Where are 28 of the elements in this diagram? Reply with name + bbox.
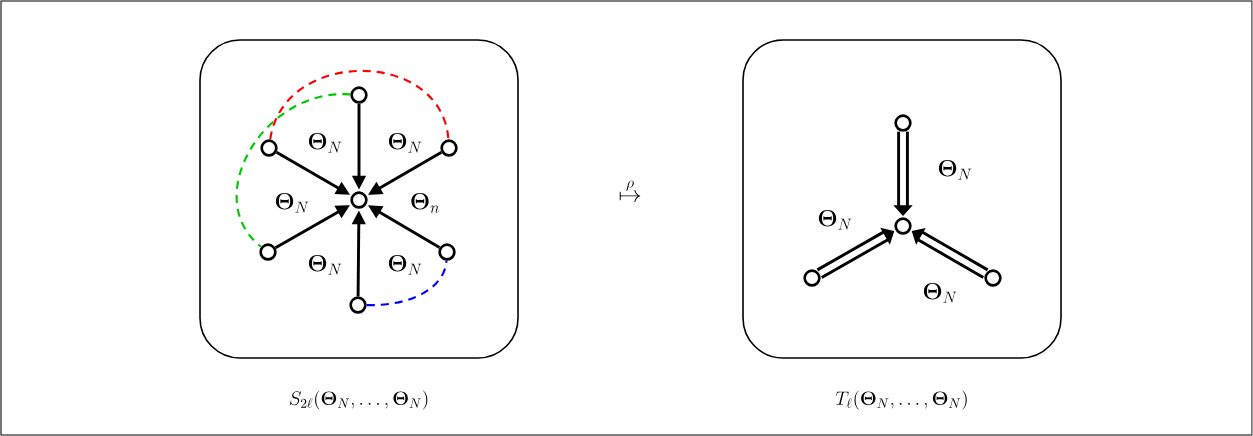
panel-label: $T_{\ell}(\boldsymbol{\Theta}_N,\ldots,\boldsymbol{\Theta}_N)$ xyxy=(835,390,967,410)
rounded-panel xyxy=(742,39,1062,359)
maps-to-symbol: $\overset{\rho}{\mapsto}$ xyxy=(619,180,641,202)
dashed-curve xyxy=(366,260,448,307)
edge-label: $\boldsymbol{\Theta}_N$ xyxy=(306,132,344,154)
circle-node xyxy=(894,217,912,235)
edge-label: $\boldsymbol{\Theta}_N$ xyxy=(386,132,424,154)
circle-node xyxy=(803,269,821,287)
dashed-curve xyxy=(235,93,351,248)
rounded-panel xyxy=(199,39,519,359)
edge-label: $\boldsymbol{\Theta}_N$ xyxy=(816,209,854,231)
edge-label: $\boldsymbol{\Theta}_N$ xyxy=(921,282,959,304)
circle-node xyxy=(438,243,456,261)
edge-label: $\boldsymbol{\Theta}_N$ xyxy=(386,254,424,276)
circle-node xyxy=(350,191,368,209)
circle-node xyxy=(894,114,912,132)
circle-node xyxy=(349,296,367,314)
circle-node xyxy=(440,139,458,157)
edge-label: $\boldsymbol{\Theta}_N$ xyxy=(306,254,344,276)
circle-node xyxy=(259,243,277,261)
panel-label: $S_{2\ell}(\boldsymbol{\Theta}_N,\ldots,\boldsymbol{\Theta}_N)$ xyxy=(289,390,428,410)
circle-node xyxy=(984,269,1002,287)
edge-label: $\boldsymbol{\Theta}_n$ xyxy=(408,192,442,214)
circle-node xyxy=(350,86,368,104)
circle-node xyxy=(260,139,278,157)
edge-label: $\boldsymbol{\Theta}_N$ xyxy=(273,192,311,214)
dashed-curve xyxy=(269,69,450,140)
edge-label: $\boldsymbol{\Theta}_N$ xyxy=(936,159,974,181)
